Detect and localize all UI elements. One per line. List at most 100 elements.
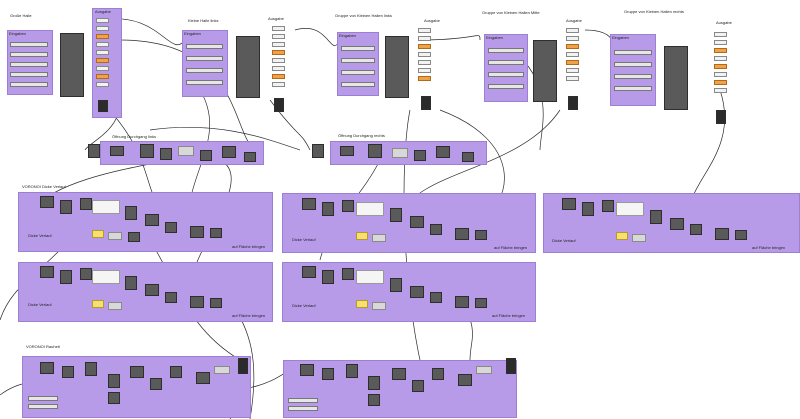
number-slider[interactable] [614, 62, 652, 67]
component[interactable] [670, 218, 684, 230]
component[interactable] [190, 226, 204, 238]
component[interactable] [40, 196, 54, 208]
component[interactable] [145, 284, 159, 296]
number-slider[interactable] [614, 50, 652, 55]
number-slider[interactable] [488, 72, 524, 77]
eingaben-panel[interactable] [182, 30, 228, 97]
output-component[interactable] [716, 110, 726, 124]
group-oeffnung-rechts[interactable] [330, 141, 487, 165]
output-component[interactable] [506, 358, 516, 374]
output-param[interactable] [566, 44, 579, 49]
component[interactable] [210, 298, 222, 308]
component[interactable] [108, 302, 122, 310]
panel[interactable] [356, 270, 384, 284]
output-param[interactable] [566, 60, 579, 65]
component[interactable] [455, 296, 469, 308]
component[interactable] [432, 368, 444, 380]
component[interactable] [312, 144, 324, 158]
component[interactable] [342, 200, 354, 212]
number-slider[interactable] [341, 58, 375, 63]
number-slider[interactable] [10, 42, 48, 47]
component[interactable] [40, 266, 54, 278]
output-param[interactable] [96, 66, 109, 71]
output-param[interactable] [714, 56, 727, 61]
component[interactable] [390, 208, 402, 222]
component[interactable] [300, 364, 314, 376]
eingaben-panel[interactable] [610, 34, 656, 106]
component[interactable] [390, 278, 402, 292]
panel[interactable] [356, 300, 368, 308]
component[interactable] [735, 230, 747, 240]
output-param[interactable] [418, 28, 431, 33]
output-param[interactable] [566, 76, 579, 81]
output-param[interactable] [96, 26, 109, 31]
number-slider[interactable] [614, 74, 652, 79]
component[interactable] [165, 292, 177, 303]
component[interactable] [322, 202, 334, 216]
number-slider[interactable] [288, 398, 318, 403]
panel[interactable] [92, 300, 104, 308]
output-param[interactable] [418, 68, 431, 73]
component[interactable] [210, 228, 222, 238]
component[interactable] [244, 152, 256, 162]
component[interactable] [108, 232, 122, 240]
output-param[interactable] [96, 34, 109, 39]
output-param[interactable] [714, 64, 727, 69]
component[interactable] [562, 198, 576, 210]
component[interactable] [476, 366, 492, 374]
output-param[interactable] [714, 32, 727, 37]
panel[interactable] [92, 270, 120, 284]
geometry-component[interactable] [664, 46, 688, 110]
panel[interactable] [356, 202, 384, 216]
output-param[interactable] [714, 80, 727, 85]
panel[interactable] [616, 232, 628, 240]
component[interactable] [392, 148, 408, 158]
component[interactable] [414, 150, 426, 161]
output-param[interactable] [272, 26, 285, 31]
component[interactable] [368, 394, 380, 406]
number-slider[interactable] [341, 46, 375, 51]
output-param[interactable] [272, 82, 285, 87]
output-param[interactable] [272, 42, 285, 47]
component[interactable] [340, 146, 354, 156]
component[interactable] [346, 364, 358, 378]
component[interactable] [108, 392, 120, 404]
number-slider[interactable] [186, 80, 223, 85]
component[interactable] [62, 366, 74, 378]
number-slider[interactable] [488, 84, 524, 89]
component[interactable] [140, 144, 154, 158]
component[interactable] [430, 292, 442, 303]
component[interactable] [715, 228, 729, 240]
output-component[interactable] [98, 100, 108, 112]
panel[interactable] [616, 202, 644, 216]
output-param[interactable] [418, 60, 431, 65]
component[interactable] [412, 380, 424, 392]
output-param[interactable] [418, 36, 431, 41]
component[interactable] [430, 224, 442, 235]
output-param[interactable] [272, 58, 285, 63]
component[interactable] [85, 362, 97, 376]
component[interactable] [128, 232, 140, 242]
component[interactable] [322, 270, 334, 284]
output-param[interactable] [96, 82, 109, 87]
component[interactable] [650, 210, 662, 224]
component[interactable] [372, 302, 386, 310]
output-param[interactable] [272, 50, 285, 55]
component[interactable] [130, 366, 144, 378]
component[interactable] [125, 276, 137, 290]
output-param[interactable] [566, 52, 579, 57]
component[interactable] [462, 152, 474, 162]
component[interactable] [178, 146, 194, 156]
number-slider[interactable] [28, 404, 58, 409]
component[interactable] [475, 230, 487, 240]
number-slider[interactable] [186, 68, 223, 73]
output-param[interactable] [96, 58, 109, 63]
output-param[interactable] [714, 40, 727, 45]
output-param[interactable] [96, 42, 109, 47]
number-slider[interactable] [186, 44, 223, 49]
number-slider[interactable] [10, 72, 48, 77]
output-param[interactable] [566, 28, 579, 33]
component[interactable] [40, 362, 54, 374]
output-param[interactable] [96, 18, 109, 23]
